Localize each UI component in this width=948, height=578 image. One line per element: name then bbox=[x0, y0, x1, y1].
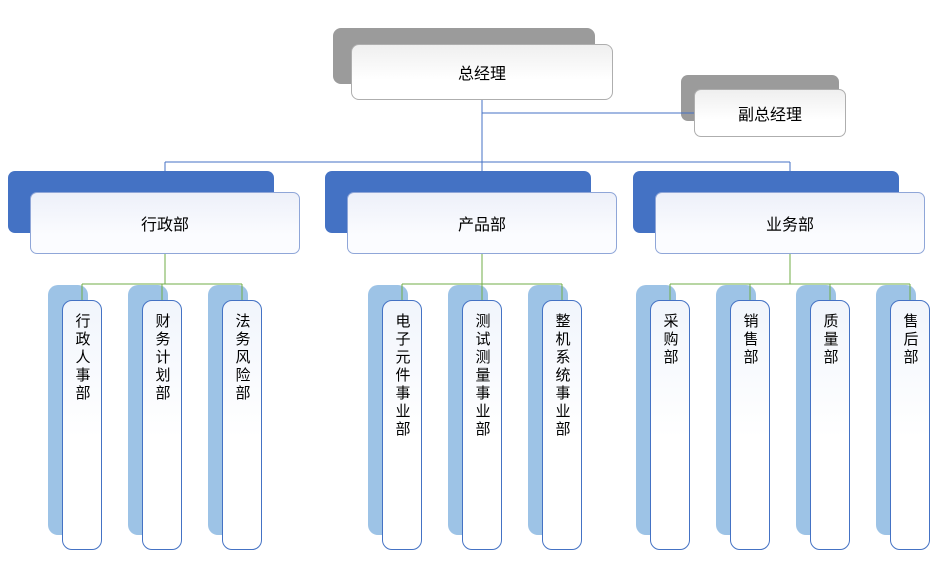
node-test-measurement-division[interactable]: 测试测量事业部 bbox=[462, 300, 502, 550]
business-dept-connectors bbox=[669, 254, 911, 303]
node-finance-planning-dept[interactable]: 财务计划部 bbox=[142, 300, 182, 550]
node-label: 电子元件事业部 bbox=[393, 313, 411, 439]
node-label: 产品部 bbox=[457, 217, 506, 234]
node-quality-dept[interactable]: 质量部 bbox=[810, 300, 850, 550]
node-procurement-dept[interactable]: 采购部 bbox=[650, 300, 690, 550]
node-label: 售后部 bbox=[901, 313, 919, 367]
node-label: 测试测量事业部 bbox=[473, 313, 491, 439]
node-label: 副总经理 bbox=[737, 107, 802, 124]
node-label: 行政部 bbox=[140, 217, 189, 234]
node-label: 行政人事部 bbox=[73, 313, 91, 403]
node-label: 质量部 bbox=[821, 313, 839, 367]
node-dept-admin[interactable]: 行政部 bbox=[30, 192, 300, 254]
node-legal-risk-dept[interactable]: 法务风险部 bbox=[222, 300, 262, 550]
node-general-manager[interactable]: 总经理 bbox=[351, 44, 613, 100]
node-admin-hr-dept[interactable]: 行政人事部 bbox=[62, 300, 102, 550]
node-electronic-components-division[interactable]: 电子元件事业部 bbox=[382, 300, 422, 550]
node-dept-business[interactable]: 业务部 bbox=[655, 192, 925, 254]
node-sales-dept[interactable]: 销售部 bbox=[730, 300, 770, 550]
node-label: 业务部 bbox=[765, 217, 814, 234]
node-after-sales-dept[interactable]: 售后部 bbox=[890, 300, 930, 550]
node-label: 整机系统事业部 bbox=[553, 313, 571, 439]
node-label: 采购部 bbox=[661, 313, 679, 367]
node-label: 财务计划部 bbox=[153, 313, 171, 403]
node-label: 销售部 bbox=[741, 313, 759, 367]
node-label: 法务风险部 bbox=[233, 313, 251, 403]
node-deputy-general-manager[interactable]: 副总经理 bbox=[694, 89, 846, 137]
node-dept-product[interactable]: 产品部 bbox=[347, 192, 617, 254]
node-label: 总经理 bbox=[457, 66, 506, 83]
node-complete-systems-division[interactable]: 整机系统事业部 bbox=[542, 300, 582, 550]
